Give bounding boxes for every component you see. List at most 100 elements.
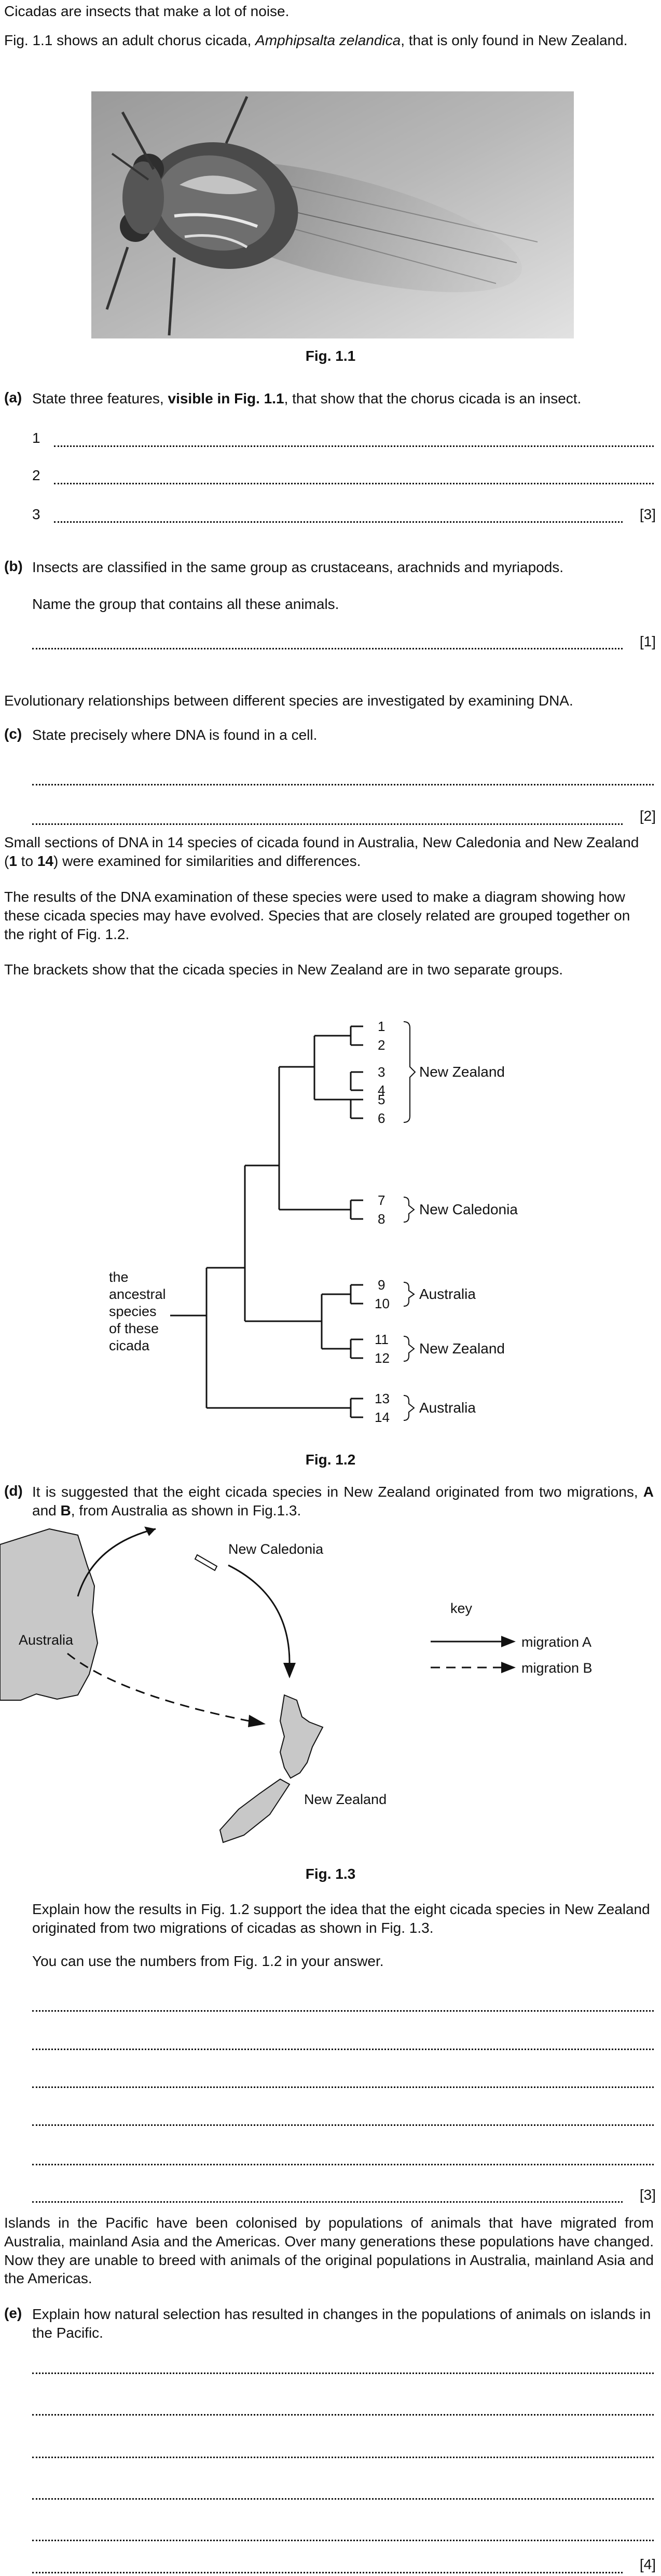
fig11-text-before: Fig. 1.1 shows an adult chorus cicada, [4,32,256,48]
group-label-new-zealand-2: New Zealand [419,1340,505,1357]
species-number: 1 [378,1019,385,1034]
cicada-photo-drawing [91,91,574,338]
fig13-migration-map: New Caledonia Australia New Zealand key … [0,1526,593,1843]
species-number: 4 [378,1082,385,1098]
migration-a-arrow-2 [228,1564,291,1665]
migration-b-arrowhead [248,1715,266,1727]
species-name: Amphipsalta zelandica [255,32,401,48]
islands-paragraph: Islands in the Pacific have been colonis… [4,2215,654,2287]
answer-line-number-1: 1 [32,430,40,446]
migration-a-arrowhead-1 [144,1526,156,1536]
question-e-text: Explain how natural selection has result… [32,2306,651,2341]
qa-text-after: , that show that the chorus cicada is an… [284,390,582,406]
marks-e: [4] [639,2556,656,2572]
answer-line-number-3: 3 [32,506,40,522]
group-label-new-caledonia: New Caledonia [419,1201,518,1217]
answer-line-a2[interactable] [54,483,654,484]
fig11-caption: Fig. 1.1 [305,348,356,364]
ancestor-label-line: the [109,1269,129,1285]
brackets-paragraph: The brackets show that the cicada specie… [4,961,563,978]
qd-text-before: It is suggested that the eight cicada sp… [32,1484,643,1500]
qa-text-bold: visible in Fig. 1.1 [168,390,284,406]
answer-line-e5[interactable] [32,2540,654,2541]
label-new-zealand: New Zealand [304,1792,387,1807]
question-c-label: (c) [4,726,22,742]
ancestor-label-line: of these [109,1321,159,1336]
species-number: 10 [375,1296,390,1311]
answer-line-d2[interactable] [32,2049,654,2050]
para1-bold-1: 1 [9,852,17,869]
question-c-text: State precisely where DNA is found in a … [32,727,318,743]
species-numbers: 1 2 3 4 5 6 7 8 9 10 11 12 13 14 [375,1019,390,1425]
fig11-description: Fig. 1.1 shows an adult chorus cicada, A… [4,31,654,50]
key-arrowhead-a [501,1636,516,1647]
intro-text: Cicadas are insects that make a lot of n… [4,3,290,19]
label-australia: Australia [19,1632,74,1648]
answer-line-e3[interactable] [32,2457,654,2458]
question-a-label: (a) [4,389,22,405]
migration-b-arrow [67,1652,250,1722]
marks-d: [3] [639,2187,656,2203]
fig13-caption: Fig. 1.3 [305,1866,356,1882]
qd-text-after: , from Australia as shown in Fig.1.3. [71,1502,301,1519]
answer-line-a3[interactable] [54,521,623,523]
question-a-text: State three features, visible in Fig. 1.… [32,389,654,408]
marks-b: [1] [639,633,656,649]
fig12-evolution-tree: 1 2 3 4 5 6 7 8 9 10 11 12 13 14 New Zea… [109,1019,518,1425]
answer-line-c1[interactable] [32,784,654,785]
marks-c: [2] [639,808,656,824]
answer-line-b[interactable] [32,648,623,649]
new-zealand-south-island [219,1778,291,1843]
group-label-new-zealand-1: New Zealand [419,1064,505,1080]
qd-bold-a: A [643,1484,654,1500]
answer-line-e2[interactable] [32,2414,654,2416]
species-number: 12 [375,1350,390,1366]
answer-line-a1[interactable] [54,445,654,447]
para1-before: Small sections of DNA in 14 species of c… [4,834,639,869]
new-zealand-north-island [279,1694,324,1779]
migration-a-arrowhead-2 [283,1663,296,1678]
key-title: key [450,1601,473,1616]
marks-a: [3] [639,506,656,522]
species-number: 6 [378,1110,385,1126]
answer-line-e1[interactable] [32,2372,654,2374]
qd-bold-b: B [60,1502,71,1519]
tree-lines [170,1021,416,1421]
answer-line-d6[interactable] [32,2201,623,2203]
australia-landmass [0,1528,99,1701]
fig11-text-after: , that is only found in New Zealand. [401,32,628,48]
qa-text-before: State three features, [32,390,168,406]
species-number: 13 [375,1391,390,1406]
key-label-a: migration A [521,1634,591,1650]
ancestor-label-line: ancestral [109,1286,166,1302]
species-number: 14 [375,1409,390,1425]
answer-line-d4[interactable] [32,2124,654,2126]
diagram-paragraph: The results of the DNA examination of th… [4,889,630,942]
group-label-australia-2: Australia [419,1400,476,1416]
species-number: 3 [378,1064,385,1080]
question-b-prompt: Name the group that contains all these a… [32,596,339,612]
group-label-australia-1: Australia [419,1286,476,1302]
question-d-hint: You can use the numbers from Fig. 1.2 in… [32,1953,384,1969]
ancestor-label-line: cicada [109,1338,150,1353]
question-d-prompt: Explain how the results in Fig. 1.2 supp… [32,1901,650,1936]
key-label-b: migration B [521,1660,593,1676]
answer-line-e6[interactable] [32,2572,623,2573]
answer-line-e4[interactable] [32,2498,654,2500]
label-new-caledonia: New Caledonia [228,1541,324,1557]
answer-line-c2[interactable] [32,823,623,825]
para1-after: ) were examined for similarities and dif… [53,852,361,869]
dna-intro: Evolutionary relationships between diffe… [4,693,573,709]
answer-line-d3[interactable] [32,2086,654,2088]
ancestor-label: the ancestral species of these cicada [109,1269,166,1353]
question-e-label: (e) [4,2305,22,2321]
species-number: 9 [378,1277,385,1293]
answer-line-d1[interactable] [32,2010,654,2012]
species-number: 7 [378,1192,385,1208]
ancestor-label-line: species [109,1304,157,1319]
species-number: 8 [378,1211,385,1227]
answer-line-d5[interactable] [32,2164,654,2165]
para1-bold-14: 14 [37,852,53,869]
para1-mid: to [17,852,37,869]
cicada-photo [91,91,574,338]
